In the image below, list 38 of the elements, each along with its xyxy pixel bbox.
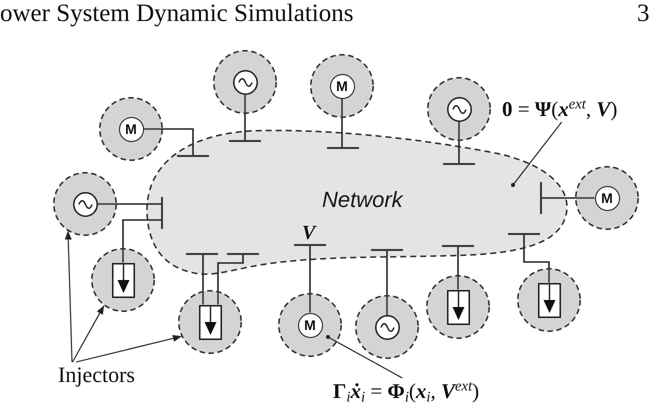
equation: Γ$_{i}$ẋ$_{i}$ = Φ$_{i}$(x$_{i}$, V$^{ext}$) [333, 378, 480, 404]
connection-line [309, 246, 311, 293]
connection-line [217, 255, 244, 291]
voltage-label: V [302, 223, 316, 244]
connection-line [542, 197, 575, 199]
injector-circle [91, 248, 155, 312]
injector-circle [427, 77, 491, 141]
connection-line [523, 235, 550, 268]
equation: 0 = Ψ(x$^{ext}$, V) [502, 96, 618, 122]
page-number: 3 [637, 0, 650, 28]
leader-line [511, 122, 562, 187]
injector-circle [517, 268, 581, 332]
injector-circle [575, 166, 639, 230]
injector-circle [99, 97, 163, 161]
network-label: Network [322, 187, 403, 213]
arrow [76, 335, 182, 363]
connection-line [457, 247, 459, 275]
injector-circle [278, 293, 342, 357]
connection-line [122, 219, 161, 248]
connection-line [244, 114, 246, 140]
injector-circle [355, 295, 419, 359]
arrow [64, 230, 73, 362]
injector-circle [178, 290, 242, 354]
callout-label: Injectors [58, 362, 135, 388]
connection-line [163, 128, 194, 155]
connection-line [458, 141, 460, 163]
injector-circle [53, 172, 117, 236]
connection-line [202, 255, 204, 291]
connection-line [386, 251, 388, 295]
network-region [145, 128, 570, 278]
injector-circle [426, 275, 490, 339]
connection-line [341, 118, 343, 147]
connection-line [117, 203, 161, 205]
injector-circle [213, 50, 277, 114]
injector-circle [310, 54, 374, 118]
leader-line [326, 335, 403, 378]
running-header: ower System Dynamic Simulations [0, 0, 354, 28]
arrow [72, 305, 104, 362]
